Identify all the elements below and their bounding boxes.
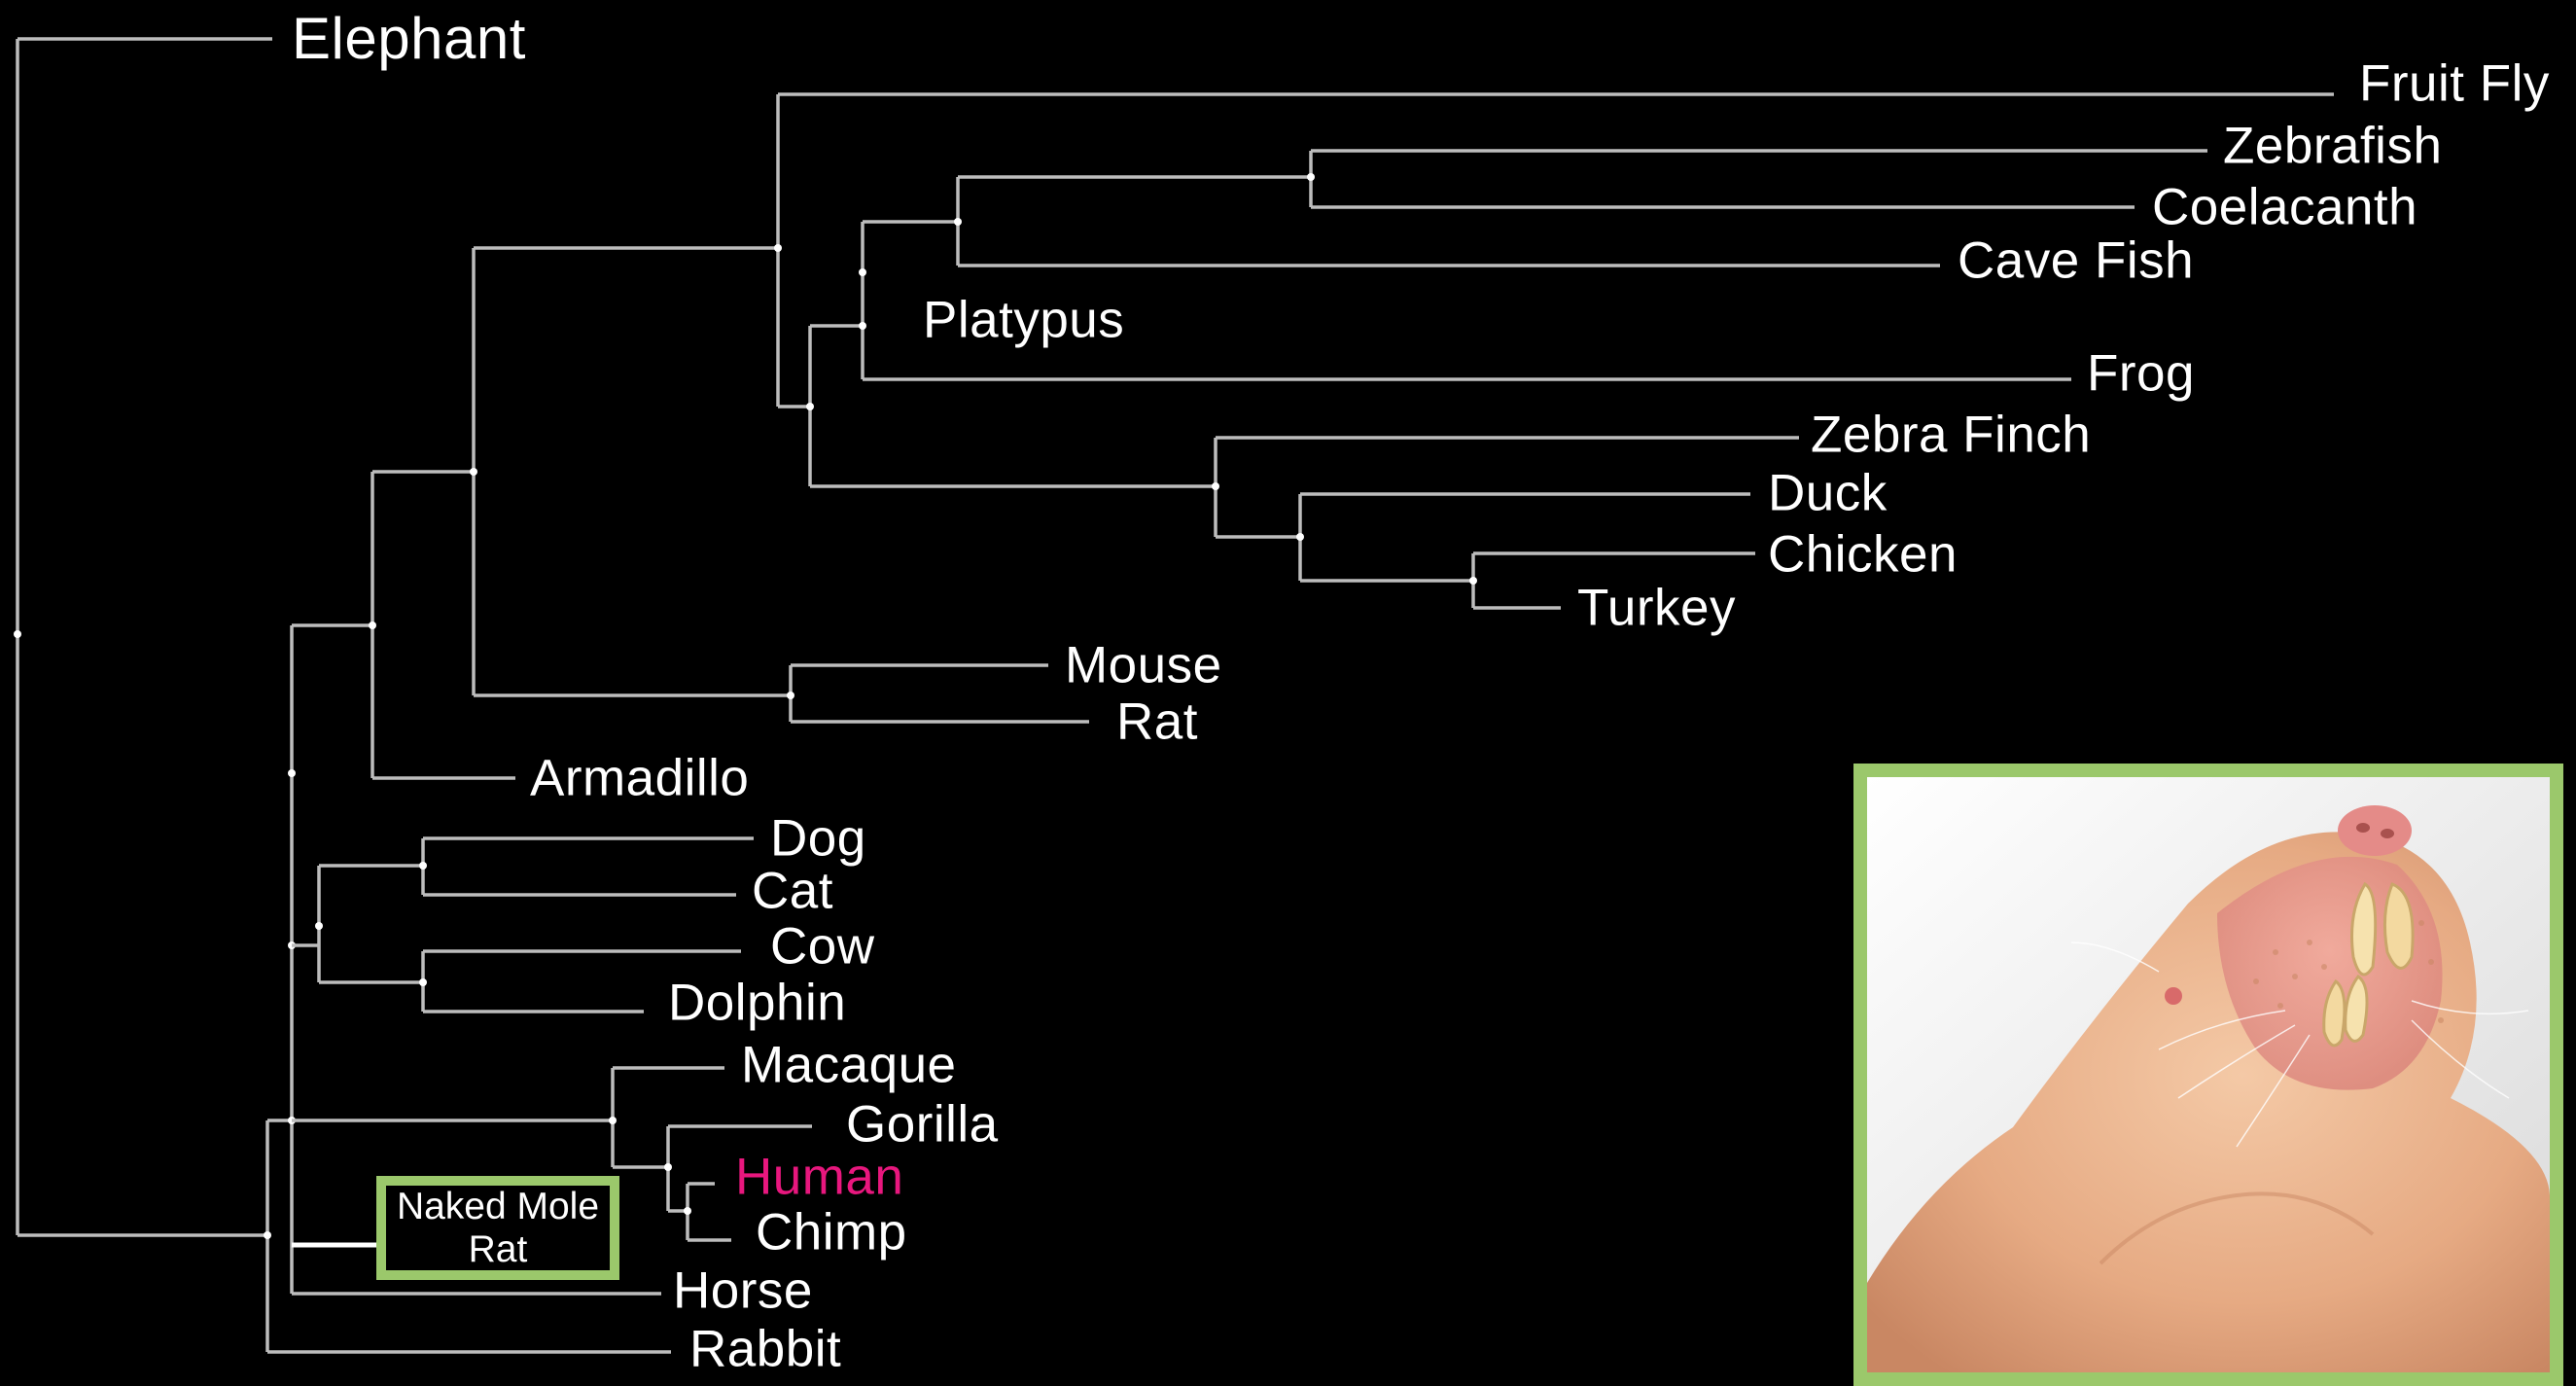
label-dog: Dog	[770, 809, 866, 868]
tree-node	[315, 922, 323, 930]
tree-node	[664, 1163, 672, 1171]
naked-mole-rat-illustration	[1867, 777, 2550, 1372]
label-turkey: Turkey	[1577, 579, 1737, 637]
tree-node	[1212, 482, 1219, 490]
label-armadillo: Armadillo	[530, 749, 750, 807]
tree-node	[859, 322, 866, 330]
label-dolphin: Dolphin	[668, 974, 847, 1032]
label-mouse: Mouse	[1065, 636, 1222, 694]
label-macaque: Macaque	[741, 1036, 957, 1094]
label-platypus: Platypus	[923, 291, 1125, 349]
tree-node	[419, 862, 427, 870]
label-frog: Frog	[2087, 344, 2195, 403]
tree-node	[859, 268, 866, 276]
tree-node	[419, 978, 427, 986]
tree-node	[954, 218, 962, 226]
tree-node	[470, 468, 477, 476]
naked-mole-rat-label-line2: Rat	[468, 1227, 528, 1270]
tree-node	[806, 403, 814, 410]
tree-node	[774, 244, 782, 252]
label-cat: Cat	[752, 862, 833, 920]
label-zebrafish: Zebrafish	[2223, 117, 2443, 175]
tree-node	[288, 769, 296, 777]
label-rabbit: Rabbit	[689, 1320, 842, 1378]
tree-node	[264, 1231, 271, 1239]
label-human: Human	[735, 1148, 904, 1206]
label-elephant: Elephant	[292, 6, 526, 71]
tree-node	[609, 1117, 617, 1124]
naked-mole-rat-photo	[1853, 764, 2563, 1386]
label-gorilla: Gorilla	[846, 1095, 999, 1154]
label-chicken: Chicken	[1768, 525, 1958, 584]
tree-node	[369, 622, 376, 629]
label-chimp: Chimp	[756, 1203, 907, 1262]
label-horse: Horse	[673, 1262, 813, 1320]
tree-node	[14, 630, 21, 638]
tree-node	[1307, 173, 1315, 181]
tree-node	[787, 692, 794, 699]
naked-mole-rat-highlight-box: Naked Mole Rat	[376, 1176, 619, 1280]
label-zebra-finch: Zebra Finch	[1811, 406, 2092, 464]
tree-node	[1469, 577, 1477, 585]
label-cow: Cow	[770, 917, 875, 976]
label-coelacanth: Coelacanth	[2152, 178, 2418, 236]
naked-mole-rat-label-line1: Naked Mole	[396, 1185, 600, 1227]
label-duck: Duck	[1768, 464, 1888, 522]
label-rat: Rat	[1116, 693, 1198, 751]
label-fruit-fly: Fruit Fly	[2359, 54, 2550, 113]
tree-node	[1296, 533, 1304, 541]
naked-mole-rat-label: Naked Mole Rat	[397, 1186, 599, 1270]
tree-node	[684, 1207, 691, 1215]
label-cave-fish: Cave Fish	[1958, 231, 2195, 290]
